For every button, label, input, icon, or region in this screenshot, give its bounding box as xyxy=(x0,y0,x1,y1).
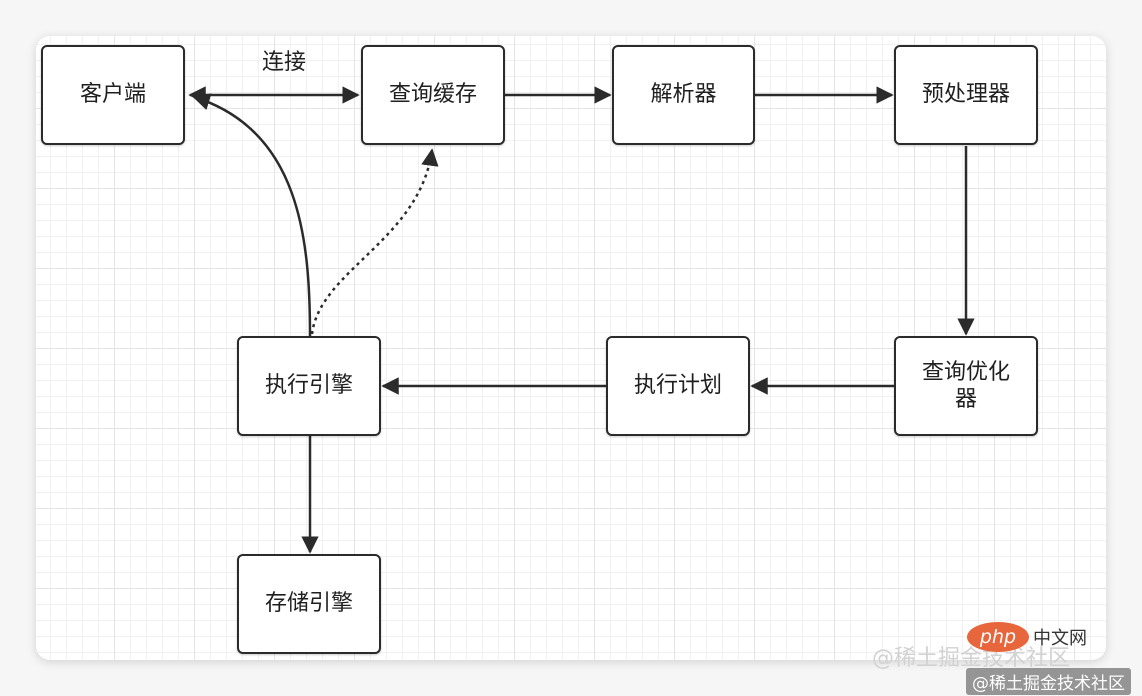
node-execution-plan[interactable]: 执行计划 xyxy=(606,336,750,436)
watermark-juejin: @稀土掘金技术社区 xyxy=(966,668,1131,695)
node-preprocessor[interactable]: 预处理器 xyxy=(894,45,1038,145)
node-parser[interactable]: 解析器 xyxy=(612,45,755,145)
edge-engine-client xyxy=(192,93,312,337)
php-badge: php xyxy=(967,622,1029,652)
php-site-label: 中文网 xyxy=(1033,628,1087,649)
edge-engine-cache-dotted xyxy=(310,148,439,335)
node-execution-engine[interactable]: 执行引擎 xyxy=(237,336,381,436)
watermark-juejin-faint: @稀土掘金技术社区 xyxy=(872,646,1071,671)
edge-label-connect: 连接 xyxy=(262,50,307,75)
node-client[interactable]: 客户端 xyxy=(41,45,185,145)
node-storage-engine[interactable]: 存储引擎 xyxy=(237,554,381,654)
node-query-cache[interactable]: 查询缓存 xyxy=(361,45,505,145)
node-query-optimizer[interactable]: 查询优化器 xyxy=(894,336,1038,436)
php-logo: php 中文网 xyxy=(967,622,1087,652)
